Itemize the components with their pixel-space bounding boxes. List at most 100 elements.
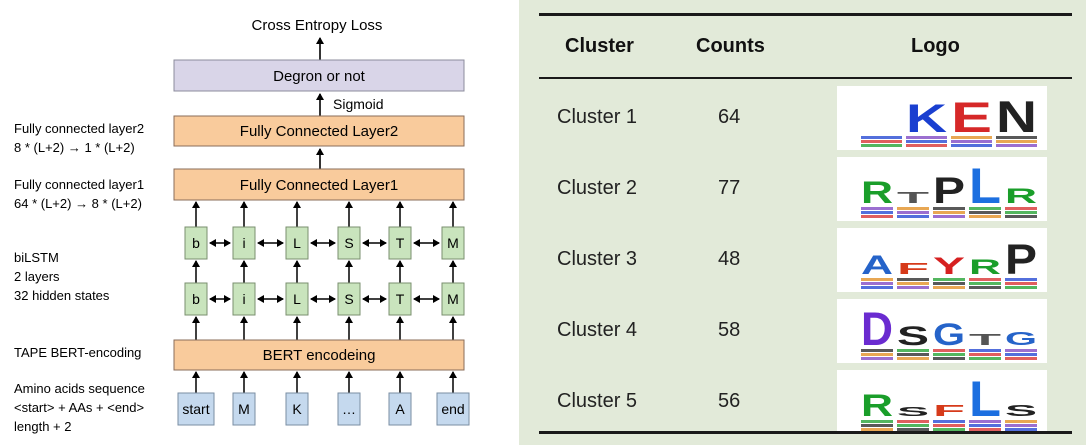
lstm-layer-1-cell — [285, 282, 309, 316]
logo-minor-residue — [1005, 211, 1037, 214]
bilstm-side-label: biLSTM 2 layers 32 hidden states — [14, 250, 110, 303]
lstm-layer-2-cell — [184, 226, 208, 260]
logo-minor-residue — [906, 136, 947, 139]
fc2-side-line-1: Fully connected layer2 — [14, 121, 144, 136]
logo-minor-residue — [933, 357, 965, 360]
logo-residue: T — [897, 190, 930, 207]
logo-minor-residue — [933, 282, 965, 285]
logo-residue: F — [933, 403, 966, 420]
logo-residue: R — [969, 256, 1001, 279]
logo-minor-residue — [933, 349, 965, 352]
input-side-line-3: length + 2 — [14, 419, 71, 434]
lstm-layer-2-cell-label: M — [447, 235, 459, 251]
lstm-layer-1-cell — [441, 282, 465, 316]
fc2-side-label: Fully connected layer2 8 * (L+2) → 1 * (… — [14, 121, 148, 155]
logo-minor-residue — [1005, 349, 1037, 352]
logo-residue: R — [1005, 185, 1037, 208]
logo-minor-residue — [969, 357, 1001, 360]
cluster-name-cell: Cluster 5 — [557, 390, 638, 412]
logo-minor-residue — [933, 278, 965, 281]
input-side-label: Amino acids sequence <start> + AAs + <en… — [14, 381, 148, 434]
logo-minor-residue — [861, 140, 902, 143]
logo-minor-residue — [1005, 424, 1037, 427]
logo-residue: T — [969, 332, 1002, 349]
lstm-layer-2-cell — [337, 226, 361, 260]
count-cell: 56 — [718, 390, 741, 412]
fc1-side-line-2: 64 * (L+2) → 8 * (L+2) — [14, 196, 142, 211]
logo-residue: Y — [933, 253, 965, 280]
logo-minor-residue — [906, 140, 947, 143]
lstm-layer-1-cell-label: b — [192, 291, 200, 307]
logo-minor-residue — [897, 357, 929, 360]
logo-residue: G — [933, 316, 965, 352]
logo-residue: D — [861, 303, 893, 356]
cluster-name-cell: Cluster 1 — [557, 106, 638, 128]
logo-minor-residue — [996, 144, 1037, 147]
logo-minor-residue — [969, 424, 1001, 427]
fc1-side-line-1: Fully connected layer1 — [14, 177, 144, 192]
logo-minor-residue — [933, 428, 965, 431]
cluster-name-cell: Cluster 4 — [557, 319, 638, 341]
logo-minor-residue — [969, 349, 1001, 352]
logo-minor-residue — [861, 282, 893, 285]
token-label: M — [238, 401, 250, 417]
logo-minor-residue — [861, 215, 893, 218]
logo-minor-residue — [861, 353, 893, 356]
logo-minor-residue — [897, 211, 929, 214]
logo-minor-residue — [969, 420, 1001, 423]
logo-minor-residue — [861, 144, 902, 147]
lstm-layer-1-cell — [337, 282, 361, 316]
bert-box-label: BERT encodeing — [263, 347, 376, 364]
logo-residue: L — [969, 371, 1001, 427]
cluster-name-cell: Cluster 2 — [557, 177, 638, 199]
count-cell: 48 — [718, 248, 741, 270]
logo-minor-residue — [861, 278, 893, 281]
logo-minor-residue — [996, 140, 1037, 143]
lstm-layer-2-cell-label: L — [293, 235, 301, 251]
logo-residue: N — [996, 91, 1037, 142]
logo-residue: S — [1005, 403, 1037, 420]
lstm-layer-1-cell — [388, 282, 412, 316]
table-top-rule — [539, 13, 1072, 16]
logo-minor-residue — [969, 215, 1001, 218]
logo-residue: R — [861, 174, 893, 210]
fc1-box — [173, 168, 465, 201]
lstm-layer-1-cell-label: M — [447, 291, 459, 307]
logo-minor-residue — [951, 136, 992, 139]
token-box — [232, 392, 256, 426]
bilstm-side-line-1: biLSTM — [14, 250, 59, 265]
header-cluster: Cluster — [565, 35, 634, 57]
logo-minor-residue — [897, 286, 929, 289]
logo-minor-residue — [906, 144, 947, 147]
fc1-side-label: Fully connected layer1 64 * (L+2) → 8 * … — [14, 177, 148, 211]
token-box — [388, 392, 412, 426]
bert-side-line-1: TAPE BERT-encoding — [14, 345, 141, 360]
input-side-line-2: <start> + AAs + <end> — [14, 400, 144, 415]
logo-minor-residue — [897, 353, 929, 356]
token-box — [337, 392, 361, 426]
logo-minor-residue — [1005, 420, 1037, 423]
model-architecture-diagram: Cross Entropy Loss Degron or not Sigmoid… — [14, 17, 470, 434]
logo-minor-residue — [861, 424, 893, 427]
logo-minor-residue — [1005, 207, 1037, 210]
loss-label: Cross Entropy Loss — [252, 17, 383, 34]
token-label: end — [441, 401, 464, 417]
header-counts: Counts — [696, 35, 765, 57]
logo-minor-residue — [969, 286, 1001, 289]
fc2-box — [173, 115, 465, 147]
logo-residue: R — [861, 387, 893, 423]
logo-minor-residue — [969, 428, 1001, 431]
logo-minor-residue — [861, 211, 893, 214]
logo-minor-residue — [861, 420, 893, 423]
lstm-layer-2-cell — [441, 226, 465, 260]
logo-minor-residue — [1005, 357, 1037, 360]
count-cell: 58 — [718, 319, 741, 341]
lstm-layer-1-cell-label: S — [344, 291, 353, 307]
